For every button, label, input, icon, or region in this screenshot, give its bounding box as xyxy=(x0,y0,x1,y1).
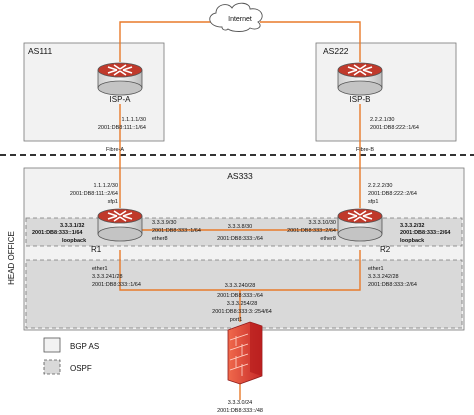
legend-ospf-label: OSPF xyxy=(70,364,92,373)
r1-sfp-ipv6: 2001:DB8:111::2/64 xyxy=(70,191,118,197)
r2-ether1-ipv4: 3.3.3.242/28 xyxy=(368,274,399,280)
p2p-subnet-ipv4: 3.3.3.8/30 xyxy=(228,224,252,230)
r1-sfp-interface: sfp1 xyxy=(108,199,118,205)
r2-sfp-ipv6: 2001:DB8:222::2/64 xyxy=(368,191,417,197)
lan-subnet-ipv4: 3.3.3.240/28 xyxy=(225,283,256,289)
r2-name: R2 xyxy=(380,245,391,254)
isp-a-name: ISP-A xyxy=(110,95,132,104)
inside-subnet-ipv4: 3.3.3.0/24 xyxy=(228,400,252,406)
as333-label: AS333 xyxy=(227,171,253,181)
r1-sfp-ipv4: 1.1.1.2/30 xyxy=(94,183,118,189)
internet-link-a xyxy=(119,21,220,62)
r2-sfp-interface: sfp1 xyxy=(368,199,378,205)
fibre-a-label: Fibre-A xyxy=(106,147,124,153)
as222-box xyxy=(315,42,457,142)
internet-label: Internet xyxy=(228,16,252,23)
firewall-port: port1 xyxy=(230,317,243,323)
lan-link-r2 xyxy=(240,250,361,291)
legend-bgp-swatch xyxy=(43,337,61,353)
r1-ether8-ipv6: 2001:DB8:333::1/64 xyxy=(152,228,201,234)
internet-link-b xyxy=(260,21,361,62)
p2p-subnet-ipv6: 2001:DB8:333::/64 xyxy=(217,236,263,242)
r1-ether1-ipv6: 2001:DB8:333::1/64 xyxy=(92,282,141,288)
as222-label: AS222 xyxy=(323,46,349,56)
legend-ospf-swatch xyxy=(43,359,61,375)
internet-cloud-icon xyxy=(209,2,263,32)
firewall-icon xyxy=(227,321,263,385)
isp-b-ipv4: 2.2.2.1/30 xyxy=(370,117,394,123)
legend-bgp-label: BGP AS xyxy=(70,342,99,351)
lan-link-r1 xyxy=(119,250,240,291)
r1-name: R1 xyxy=(91,245,102,254)
legend: BGP AS OSPF xyxy=(43,337,99,375)
r2-router-icon xyxy=(337,208,383,242)
isp-a-router-icon xyxy=(97,62,143,96)
r1-ether1-ipv4: 3.3.3.241/28 xyxy=(92,274,123,280)
firewall-ipv4: 3.3.3.254/28 xyxy=(227,301,258,307)
r1-loopback-ipv6: 2001:DB8:333::1/64 xyxy=(32,230,83,236)
isp-a-ipv4: 1.1.1.1/30 xyxy=(122,117,146,123)
r2-loopback-ipv6: 2001:DB8:333::2/64 xyxy=(400,230,451,236)
as111-box xyxy=(23,42,165,142)
r1-ether8-ipv4: 3.3.3.9/30 xyxy=(152,220,176,226)
links xyxy=(119,21,361,400)
r1-router-icon xyxy=(97,208,143,242)
r2-loopback-interface: loopback xyxy=(400,238,425,244)
ospf-area-lan xyxy=(25,259,463,329)
r1-loopback-ipv4: 3.3.3.1/32 xyxy=(60,223,84,229)
isp-b-router-icon xyxy=(337,62,383,96)
r2-loopback-ipv4: 3.3.3.2/32 xyxy=(400,223,424,229)
firewall-ipv6: 2001:DB8:333:3::254/64 xyxy=(212,309,272,315)
isp-a-ipv6: 2001:DB8:111::1/64 xyxy=(98,125,146,131)
r2-sfp-ipv4: 2.2.2.2/30 xyxy=(368,183,392,189)
r2-ether8-interface: ether8 xyxy=(320,236,336,242)
fibre-b-label: Fibre-B xyxy=(356,147,374,153)
inside-subnet-ipv6: 2001:DB8:333::/48 xyxy=(217,408,263,414)
r1-ether8-interface: ether8 xyxy=(152,236,168,242)
r2-ether8-ipv4: 3.3.3.10/30 xyxy=(308,220,336,226)
head-office-label: HEAD OFFICE xyxy=(7,231,16,285)
isp-b-name: ISP-B xyxy=(350,95,371,104)
as111-label: AS111 xyxy=(28,46,53,56)
r2-ether1-interface: ether1 xyxy=(368,266,384,272)
r2-ether8-ipv6: 2001:DB8:333::2/64 xyxy=(287,228,336,234)
r2-ether1-ipv6: 2001:DB8:333::2/64 xyxy=(368,282,417,288)
isp-b-ipv6: 2001:DB8:222::1/64 xyxy=(370,125,419,131)
r1-loopback-interface: loopback xyxy=(62,238,87,244)
r1-ether1-interface: ether1 xyxy=(92,266,108,272)
lan-subnet-ipv6: 2001:DB8:333::/64 xyxy=(217,293,263,299)
